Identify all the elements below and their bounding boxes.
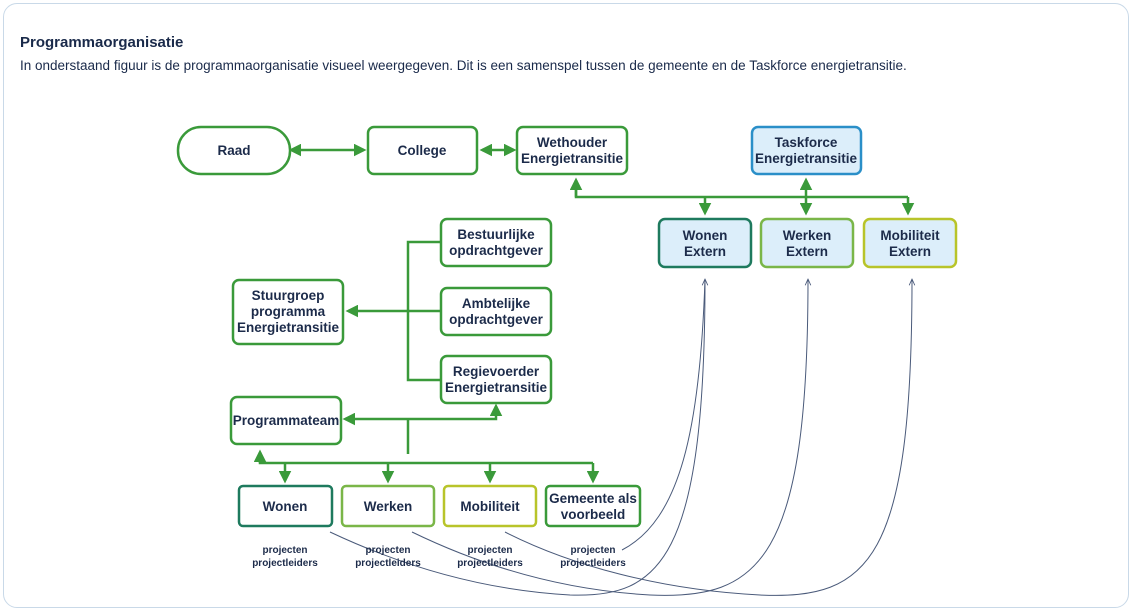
connector-lines xyxy=(253,143,915,484)
intro-text: In onderstaand figuur is de programmaorg… xyxy=(20,58,907,73)
ambtelijke-label-1: Ambtelijke xyxy=(462,296,531,311)
werken-extern-label-1: Werken xyxy=(783,228,832,243)
werken-label: Werken xyxy=(364,499,413,514)
bestuurlijke-label-1: Bestuurlijke xyxy=(457,227,535,242)
werken-extern-label-2: Extern xyxy=(786,244,828,259)
box-mobiliteit-extern: Mobiliteit Extern xyxy=(862,217,958,269)
box-werken-extern: Werken Extern xyxy=(759,217,855,269)
box-wonen-extern: Wonen Extern xyxy=(657,217,753,269)
projecten-label: projecten xyxy=(262,545,307,556)
wonen-extern-label-1: Wonen xyxy=(683,228,728,243)
bottom-bus-connector xyxy=(258,454,593,465)
gemeente-project-link xyxy=(621,278,706,551)
page-title: Programmaorganisatie xyxy=(20,34,184,51)
stuurgroep-label-3: Energietransitie xyxy=(237,320,340,335)
programmateam-label: Programmateam xyxy=(233,413,340,428)
gemeente-label-2: voorbeeld xyxy=(561,507,626,522)
ambtelijke-label-2: opdrachtgever xyxy=(449,312,544,327)
project-label-gemeente: projecten projectleiders xyxy=(560,545,626,569)
mobiliteit-project-link xyxy=(504,279,912,596)
wethouder-label-1: Wethouder xyxy=(537,135,608,150)
wonen-project-link xyxy=(329,279,705,596)
box-taskforce: Taskforce Energietransitie xyxy=(750,125,863,176)
regievoerder-label-2: Energietransitie xyxy=(445,380,548,395)
box-wethouder: Wethouder Energietransitie xyxy=(515,125,629,176)
box-bestuurlijke-opdrachtgever: Bestuurlijke opdrachtgever xyxy=(439,217,553,268)
mobiliteit-extern-label-1: Mobiliteit xyxy=(880,228,940,243)
projecten-label: projecten xyxy=(570,545,615,556)
project-label-wonen: projecten projectleiders xyxy=(252,545,318,569)
taskforce-label-2: Energietransitie xyxy=(755,151,858,166)
extern-bus-connector xyxy=(574,180,908,199)
projectleiders-label: projectleiders xyxy=(355,558,421,569)
project-label-werken: projecten projectleiders xyxy=(355,545,421,569)
gemeente-label-1: Gemeente als xyxy=(549,491,637,506)
project-label-mobiliteit: projecten projectleiders xyxy=(457,545,523,569)
regievoerder-label-1: Regievoerder xyxy=(453,364,540,379)
box-programmateam: Programmateam xyxy=(229,395,343,446)
box-stuurgroep: Stuurgroep programma Energietransitie xyxy=(231,278,345,346)
box-gemeente-als-voorbeeld: Gemeente als voorbeeld xyxy=(544,484,642,528)
box-raad: Raad xyxy=(176,125,292,176)
wonen-label: Wonen xyxy=(263,499,308,514)
projecten-label: projecten xyxy=(467,545,512,556)
box-werken: Werken xyxy=(340,484,436,528)
wethouder-label-2: Energietransitie xyxy=(521,151,624,166)
projectleiders-label: projectleiders xyxy=(560,558,626,569)
stuurgroep-label-2: programma xyxy=(251,304,326,319)
wonen-extern-label-2: Extern xyxy=(684,244,726,259)
mobiliteit-extern-label-2: Extern xyxy=(889,244,931,259)
mobiliteit-label: Mobiliteit xyxy=(460,499,520,514)
programmateam-regievoerder-connector xyxy=(342,403,503,426)
box-mobiliteit: Mobiliteit xyxy=(442,484,538,528)
raad-label: Raad xyxy=(217,143,250,158)
box-regievoerder: Regievoerder Energietransitie xyxy=(439,354,553,405)
projectleiders-label: projectleiders xyxy=(457,558,523,569)
college-label: College xyxy=(398,143,447,158)
box-wonen: Wonen xyxy=(237,484,334,528)
werken-project-link xyxy=(411,279,808,596)
project-link-curves xyxy=(329,278,912,596)
stuurgroep-label-1: Stuurgroep xyxy=(252,288,325,303)
taskforce-label-1: Taskforce xyxy=(775,135,838,150)
box-ambtelijke-opdrachtgever: Ambtelijke opdrachtgever xyxy=(439,286,553,337)
projectleiders-label: projectleiders xyxy=(252,558,318,569)
bestuurlijke-label-2: opdrachtgever xyxy=(449,243,544,258)
projecten-label: projecten xyxy=(365,545,410,556)
box-college: College xyxy=(366,125,479,176)
